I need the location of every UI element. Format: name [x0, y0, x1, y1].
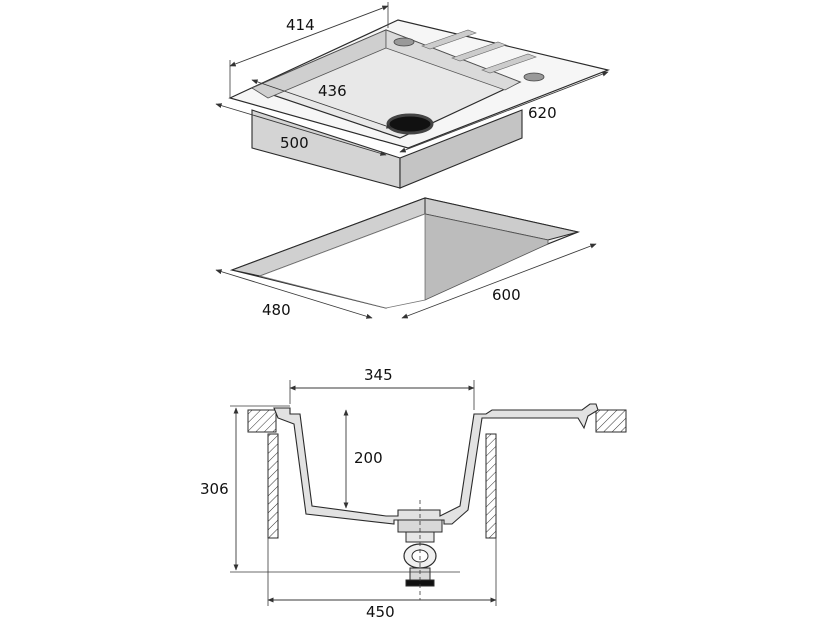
dim-label-345: 345 [364, 366, 393, 384]
countertop-right [595, 409, 627, 433]
top-view-sink: 414 436 500 620 [215, 2, 611, 189]
dim-label-480: 480 [262, 301, 291, 319]
dim-label-500: 500 [280, 134, 309, 152]
dim-line-480 [215, 269, 373, 319]
dim-label-600: 600 [492, 286, 521, 304]
cabinet-wall-right [485, 433, 497, 539]
countertop-left [247, 409, 277, 433]
dim-line-600 [401, 243, 597, 319]
cutout-view: 480 600 [215, 197, 597, 319]
tap-hole-icon [393, 37, 415, 47]
section-view: 345 200 306 450 [200, 366, 627, 620]
dim-label-450: 450 [366, 603, 395, 620]
cabinet-wall-left [267, 433, 279, 539]
overflow-hole-icon [523, 72, 545, 82]
dim-line-414 [229, 5, 389, 67]
dim-label-414: 414 [286, 16, 315, 34]
dim-line-620 [399, 71, 609, 153]
drain-hole [386, 113, 434, 135]
dim-label-620: 620 [528, 104, 557, 122]
drainer-grooves [421, 29, 537, 74]
sink-cross-section [273, 403, 599, 525]
dim-line-500 [215, 103, 387, 156]
dim-label-436: 436 [318, 82, 347, 100]
dim-label-200: 200 [354, 449, 383, 467]
dim-label-306: 306 [200, 480, 229, 498]
